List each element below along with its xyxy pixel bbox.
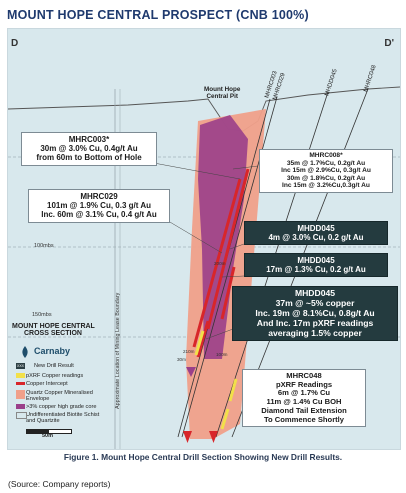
legend-item-new-drill: XXX New Drill Result (16, 363, 74, 369)
pxrf-mhrc048-b (220, 408, 230, 430)
intercept-mhrc029 (192, 178, 242, 348)
legend-item-intercept: Copper Intercept (16, 381, 68, 387)
pit-label-line1: Mount Hope (204, 86, 241, 93)
callout-mhdd045-c-line1: 37m @ ~5% copper (275, 297, 355, 308)
callout-mhdd045-c-line2: Inc. 19m @ 8.1%Cu, 0.8g/t Au (255, 307, 375, 318)
callout-mhrc003: MHRC003* 30m @ 3.0% Cu, 0.4g/t Au from 6… (21, 132, 157, 166)
callout-mhdd045-a-line1: 4m @ 3.0% Cu, 0.2 g/t Au (268, 233, 364, 243)
callout-mhdd045-c: MHDD045 37m @ ~5% copper Inc. 19m @ 8.1%… (232, 286, 398, 342)
callout-mhrc048-line1: pXRF Readings (275, 379, 333, 389)
callout-mhdd045-c-line4: averaging 1.5% copper (268, 327, 362, 338)
callout-mhrc048-line3: 11m @ 1.4% Cu BOH (266, 397, 342, 407)
legend: MOUNT HOPE CENTRAL CROSS SECTION Carnaby… (12, 323, 112, 443)
callout-mhdd045-b-line1: 17m @ 1.3% Cu, 0.2 g/t Au (266, 265, 366, 275)
legend-label-pxrf: pXRF Copper readings (26, 373, 84, 379)
callout-mhrc003-name: MHRC003* (68, 135, 110, 144)
legend-item-pxrf: pXRF Copper readings (16, 373, 84, 379)
callout-mhdd045-b: MHDD045 17m @ 1.3% Cu, 0.2 g/t Au (244, 253, 388, 278)
callout-mhrc048-name: MHRC048 (286, 371, 322, 380)
intercept-mhdd045-b (196, 320, 210, 358)
section-label-right: D' (384, 38, 394, 49)
core-extension-arrow (186, 367, 196, 377)
depth-label-100: 100mbs (34, 243, 54, 249)
scale-label: 50m (42, 433, 54, 439)
intercept-mhdd045 (220, 266, 236, 320)
depth-mark-b: 210m (183, 349, 195, 354)
pxrf-mhrc048 (228, 378, 238, 402)
legend-item-envelope: Quartz Copper Mineralised Envelope (16, 390, 106, 403)
legend-label-core: >3% copper high grade core (26, 404, 97, 410)
leader-mhdd045c (205, 328, 234, 340)
figure-caption: Figure 1. Mount Hope Central Drill Secti… (63, 452, 343, 462)
lease-boundary-label: Approximate Location of Mining Lease Bou… (115, 292, 121, 409)
legend-swatch-intercept (16, 382, 25, 385)
callout-mhrc008-line4: Inc 15m @ 3.2%Cu,0.3g/t Au (282, 182, 370, 190)
depth-mark-c: 30m (177, 357, 186, 362)
red-arrow-1 (183, 431, 192, 443)
source-note: (Source: Company reports) (8, 479, 111, 489)
legend-swatch-envelope (16, 390, 25, 399)
leader-mhrc008 (232, 165, 259, 170)
legend-heading-1: MOUNT HOPE CENTRAL (12, 323, 95, 330)
callout-mhdd045-c-name: MHDD045 (294, 288, 336, 298)
intercept-mhrc003 (206, 168, 250, 330)
legend-label-intercept: Copper Intercept (26, 381, 68, 387)
depth-mark-d: 100m (216, 352, 228, 357)
scale-bar (26, 429, 72, 434)
legend-swatch-new-drill: XXX (16, 363, 25, 369)
callout-mhdd045-c-line3: And Inc. 17m pXRF readings (256, 317, 374, 328)
legend-swatch-schist (16, 412, 27, 419)
callout-mhrc048: MHRC048 pXRF Readings 6m @ 1.7% Cu 11m @… (242, 369, 366, 428)
callout-mhrc029-line2: Inc. 60m @ 3.1% Cu, 0.4 g/t Au (41, 210, 157, 220)
callout-mhrc008-line1: 35m @ 1.7%Cu, 0.2g/t Au (286, 159, 366, 167)
legend-label-schist: Undifferentiated Biotite Schist and Quar… (26, 412, 100, 425)
page-title: MOUNT HOPE CENTRAL PROSPECT (CNB 100%) (7, 8, 309, 22)
legend-swatch-core (16, 404, 25, 409)
depth-mark-a: 200m (214, 261, 226, 266)
legend-item-schist: Undifferentiated Biotite Schist and Quar… (16, 412, 106, 425)
callout-mhrc003-line2: from 60m to Bottom of Hole (36, 153, 142, 163)
leader-mhdd045b (221, 275, 245, 278)
legend-label-new-drill: New Drill Result (34, 363, 74, 369)
callout-mhrc008-name: MHRC008* (309, 152, 343, 159)
legend-brand: Carnaby (34, 346, 71, 356)
depth-label-150: 150mbs (32, 312, 52, 318)
cross-section-diagram: D D' Mount Hope Central Pit 50mbs 100mbs… (7, 28, 401, 450)
callout-mhrc008: MHRC008* 35m @ 1.7%Cu, 0.2g/t Au Inc 15m… (259, 149, 393, 193)
red-arrow-2 (209, 431, 218, 443)
callout-mhdd045-a-name: MHDD045 (297, 224, 335, 233)
section-label-left: D (11, 38, 19, 49)
leader-mhdd045a (229, 243, 245, 250)
callout-mhrc029-line1: 101m @ 1.9% Cu, 0.3 g/t Au (47, 201, 151, 211)
legend-item-core: >3% copper high grade core (16, 404, 97, 410)
callout-mhdd045-b-name: MHDD045 (297, 256, 335, 265)
callout-mhrc008-line3: 30m @ 1.8%Cu, 0.2g/t Au (286, 174, 366, 182)
legend-label-envelope: Quartz Copper Mineralised Envelope (26, 390, 93, 403)
pit-label-line2: Central Pit (206, 92, 238, 100)
callout-mhrc048-line5: To Commence Shortly (263, 414, 345, 424)
carnaby-logo-icon (20, 345, 30, 358)
callout-mhrc029-name: MHRC029 (80, 192, 118, 201)
legend-heading-2: CROSS SECTION (24, 330, 82, 337)
callout-mhrc003-line1: 30m @ 3.0% Cu, 0.4g/t Au (40, 144, 138, 154)
callout-mhrc048-line2: 6m @ 1.7% Cu (277, 388, 331, 398)
pxrf-mhdd045 (194, 330, 205, 356)
callout-mhdd045-a: MHDD045 4m @ 3.0% Cu, 0.2 g/t Au (244, 221, 388, 246)
callout-mhrc048-line4: Diamond Tail Extension (261, 405, 347, 415)
legend-swatch-pxrf (16, 373, 25, 378)
pit-label: Mount Hope Central Pit (204, 86, 241, 101)
callout-mhrc008-line2: Inc 15m @ 2.9%Cu, 0.3g/t Au (281, 167, 371, 175)
callout-mhrc029: MHRC029 101m @ 1.9% Cu, 0.3 g/t Au Inc. … (28, 189, 170, 223)
